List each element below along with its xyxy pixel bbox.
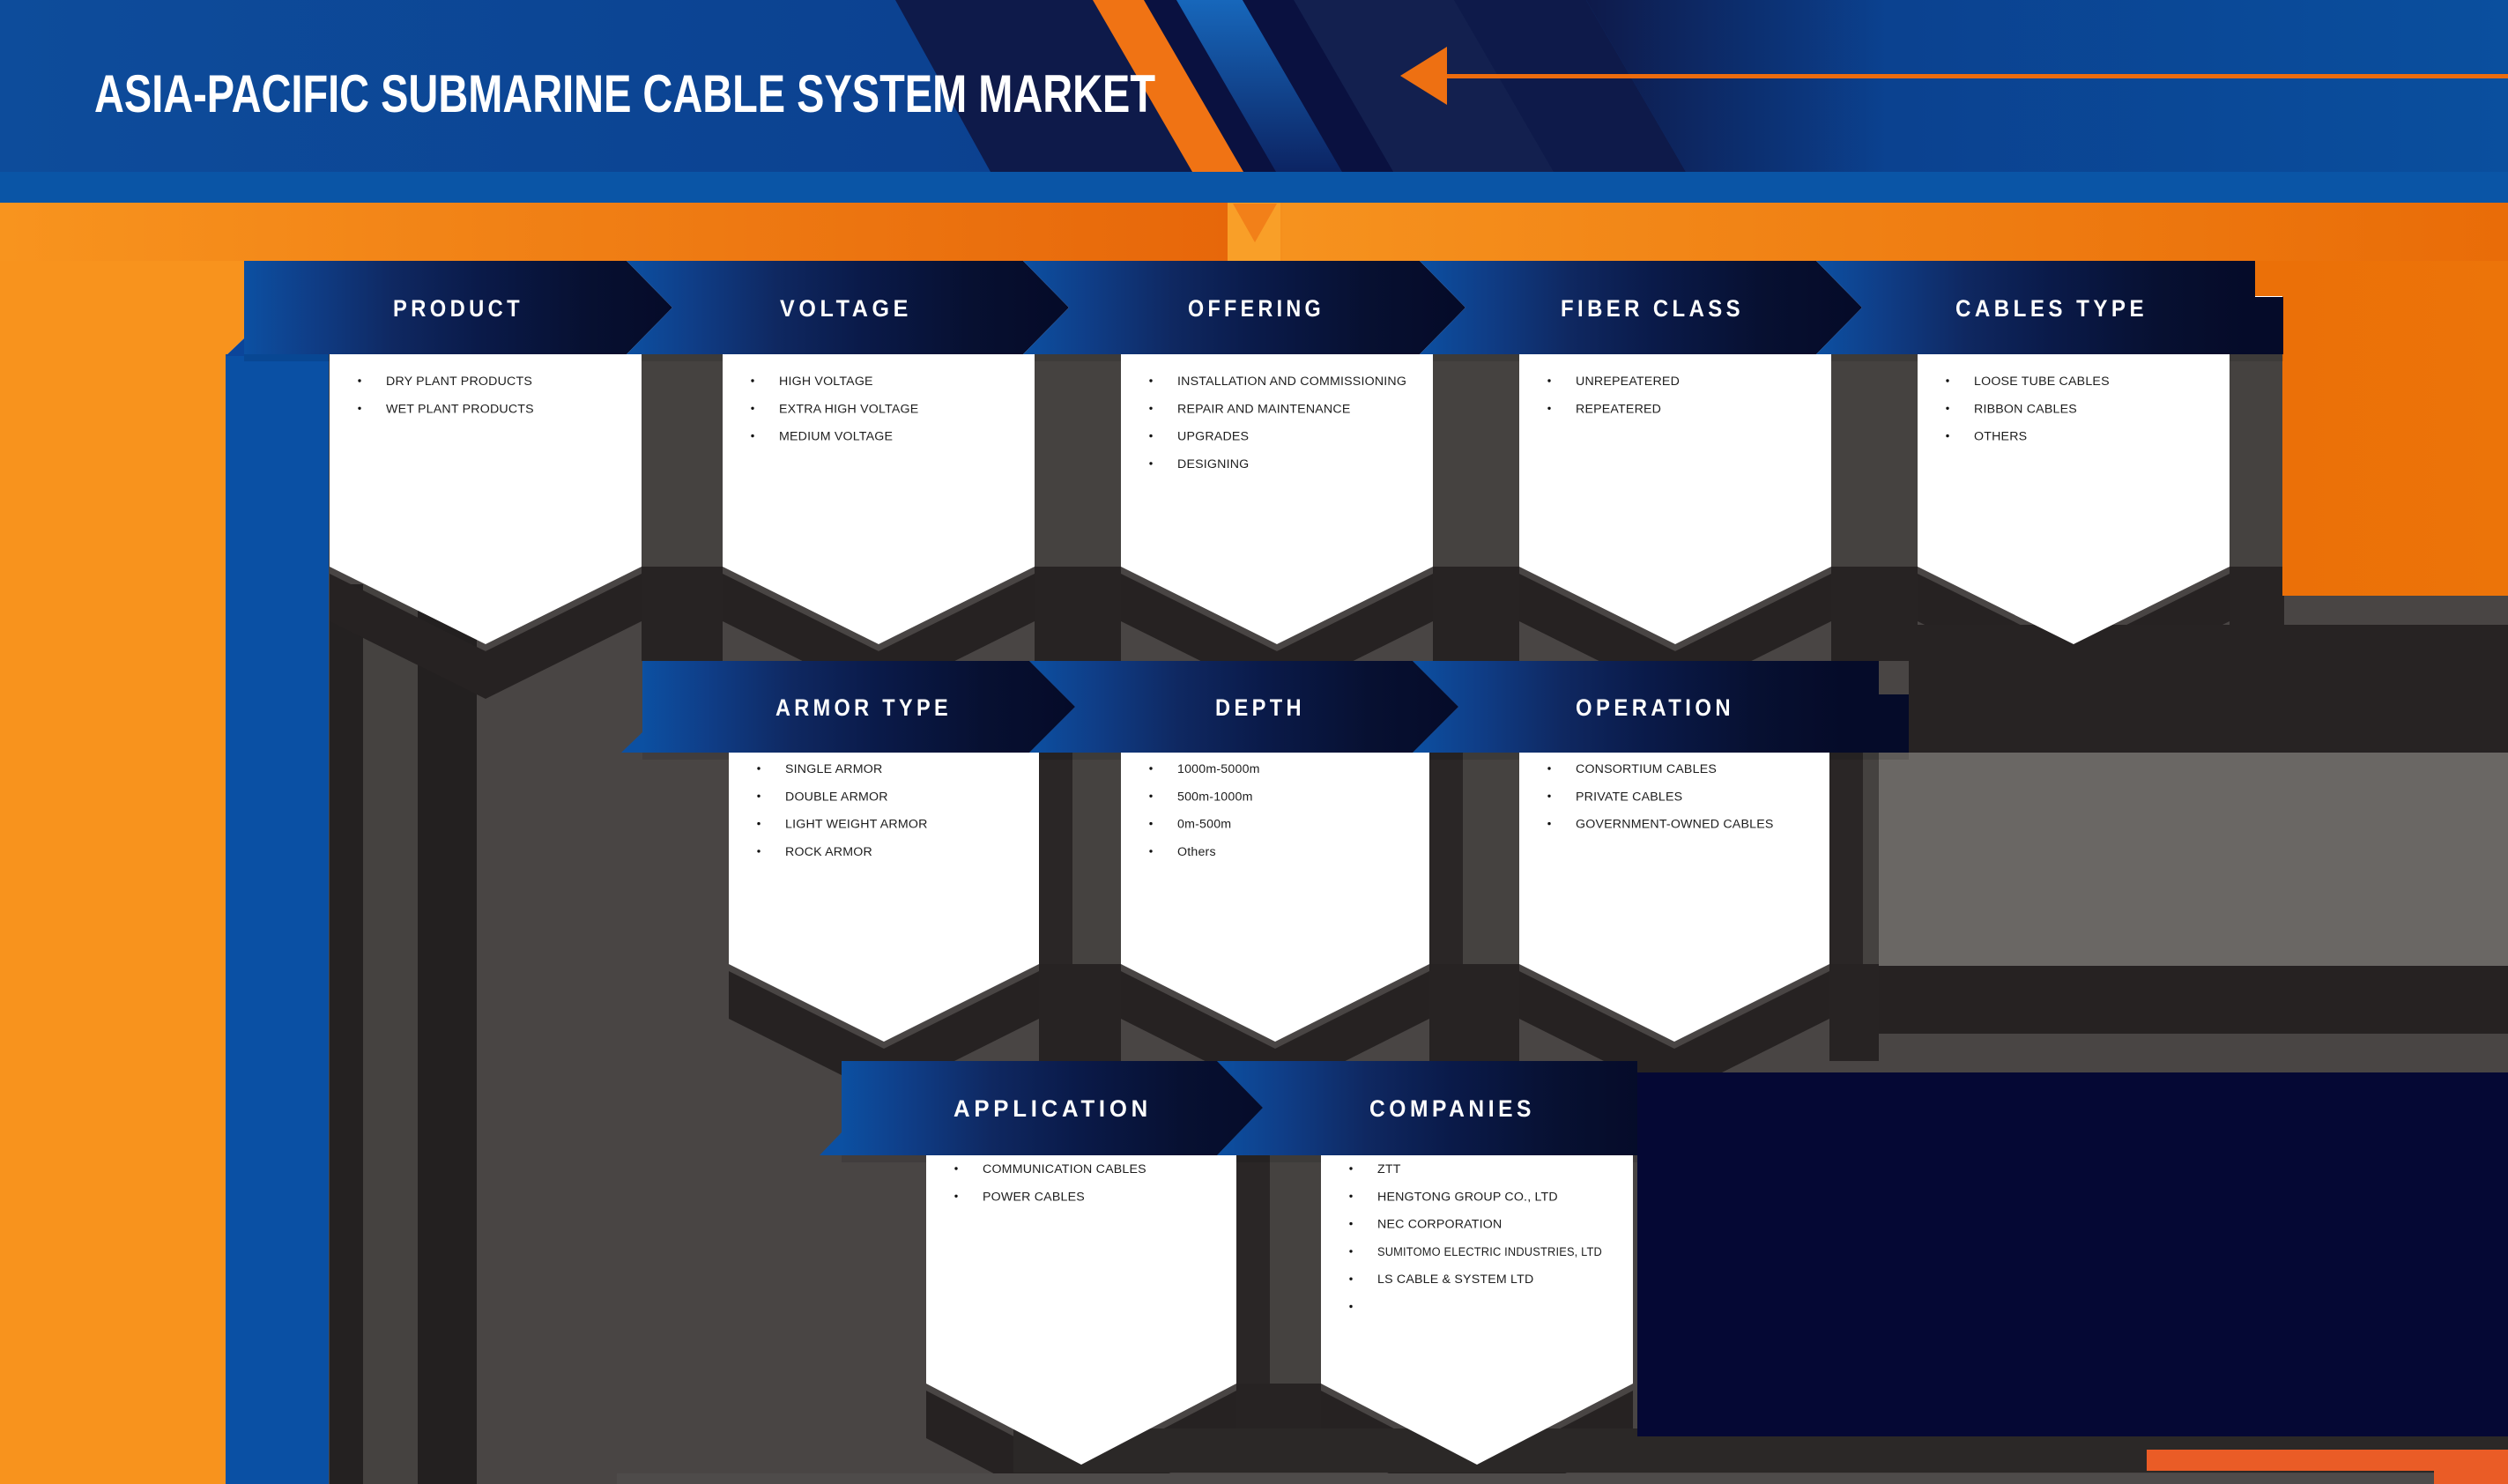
- svg-text:MEDIUM VOLTAGE: MEDIUM VOLTAGE: [779, 430, 893, 444]
- svg-text:0m-500m: 0m-500m: [1177, 818, 1231, 832]
- svg-text:ZTT: ZTT: [1377, 1162, 1401, 1176]
- svg-text:ASIA-PACIFIC SUBMARINE CABLE S: ASIA-PACIFIC SUBMARINE CABLE SYSTEM MARK…: [94, 64, 1155, 123]
- svg-text:FIBER CLASS: FIBER CLASS: [1561, 295, 1744, 322]
- svg-text:DRY PLANT PRODUCTS: DRY PLANT PRODUCTS: [386, 375, 532, 389]
- svg-text:HIGH VOLTAGE: HIGH VOLTAGE: [779, 375, 873, 389]
- svg-text:CABLES TYPE: CABLES TYPE: [1955, 295, 2148, 322]
- svg-text:WET PLANT PRODUCTS: WET PLANT PRODUCTS: [386, 402, 534, 416]
- svg-text:DESIGNING: DESIGNING: [1177, 457, 1249, 471]
- svg-text:LOOSE TUBE CABLES: LOOSE TUBE CABLES: [1974, 375, 2110, 389]
- svg-text:ROCK ARMOR: ROCK ARMOR: [785, 845, 872, 859]
- svg-text:UPGRADES: UPGRADES: [1177, 430, 1249, 444]
- svg-text:COMPANIES: COMPANIES: [1369, 1095, 1535, 1122]
- svg-text:REPAIR AND MAINTENANCE: REPAIR AND MAINTENANCE: [1177, 402, 1350, 416]
- svg-text:CONSORTIUM CABLES: CONSORTIUM CABLES: [1576, 762, 1717, 776]
- svg-text:ARMOR TYPE: ARMOR TYPE: [775, 694, 952, 721]
- svg-text:SUMITOMO ELECTRIC INDUSTRIES,: SUMITOMO ELECTRIC INDUSTRIES, LTD: [1377, 1245, 1602, 1259]
- svg-text:PRODUCT: PRODUCT: [393, 295, 523, 322]
- svg-text:DOUBLE ARMOR: DOUBLE ARMOR: [785, 790, 888, 804]
- svg-text:DEPTH: DEPTH: [1215, 694, 1305, 721]
- svg-text:EXTRA HIGH VOLTAGE: EXTRA HIGH VOLTAGE: [779, 402, 918, 416]
- svg-text:UNREPEATERED: UNREPEATERED: [1576, 375, 1680, 389]
- svg-text:OPERATION: OPERATION: [1576, 694, 1734, 721]
- svg-text:HENGTONG GROUP CO., LTD: HENGTONG GROUP CO., LTD: [1377, 1190, 1558, 1204]
- svg-text:PRIVATE CABLES: PRIVATE CABLES: [1576, 790, 1682, 804]
- svg-text:LIGHT WEIGHT ARMOR: LIGHT WEIGHT ARMOR: [785, 818, 928, 832]
- svg-text:INSTALLATION AND COMMISSIONING: INSTALLATION AND COMMISSIONING: [1177, 375, 1406, 389]
- svg-text:COMMUNICATION CABLES: COMMUNICATION CABLES: [983, 1162, 1146, 1176]
- svg-text:REPEATERED: REPEATERED: [1576, 402, 1661, 416]
- svg-text:SINGLE ARMOR: SINGLE ARMOR: [785, 762, 882, 776]
- svg-text:POWER CABLES: POWER CABLES: [983, 1190, 1085, 1204]
- svg-text:OFFERING: OFFERING: [1188, 295, 1324, 322]
- svg-text:NEC CORPORATION: NEC CORPORATION: [1377, 1218, 1502, 1232]
- svg-text:500m-1000m: 500m-1000m: [1177, 790, 1253, 804]
- svg-text:RIBBON CABLES: RIBBON CABLES: [1974, 402, 2077, 416]
- svg-text:LS CABLE & SYSTEM LTD: LS CABLE & SYSTEM LTD: [1377, 1273, 1533, 1287]
- svg-text:APPLICATION: APPLICATION: [953, 1095, 1152, 1122]
- svg-text:OTHERS: OTHERS: [1974, 430, 2027, 444]
- svg-text:GOVERNMENT-OWNED CABLES: GOVERNMENT-OWNED CABLES: [1576, 818, 1774, 832]
- svg-text:Others: Others: [1177, 845, 1216, 859]
- svg-text:VOLTAGE: VOLTAGE: [780, 295, 912, 322]
- svg-text:1000m-5000m: 1000m-5000m: [1177, 762, 1260, 776]
